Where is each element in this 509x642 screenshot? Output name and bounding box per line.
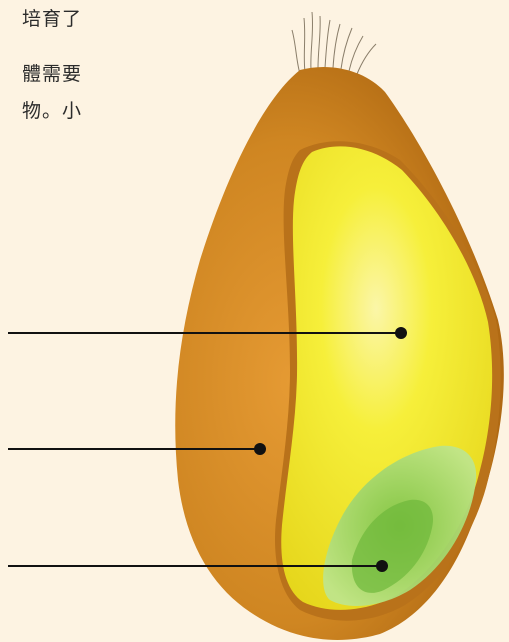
embryo-dot <box>376 560 388 572</box>
seed-coat-dot <box>254 443 266 455</box>
endosperm-dot <box>395 327 407 339</box>
grain-hairs <box>292 12 376 74</box>
